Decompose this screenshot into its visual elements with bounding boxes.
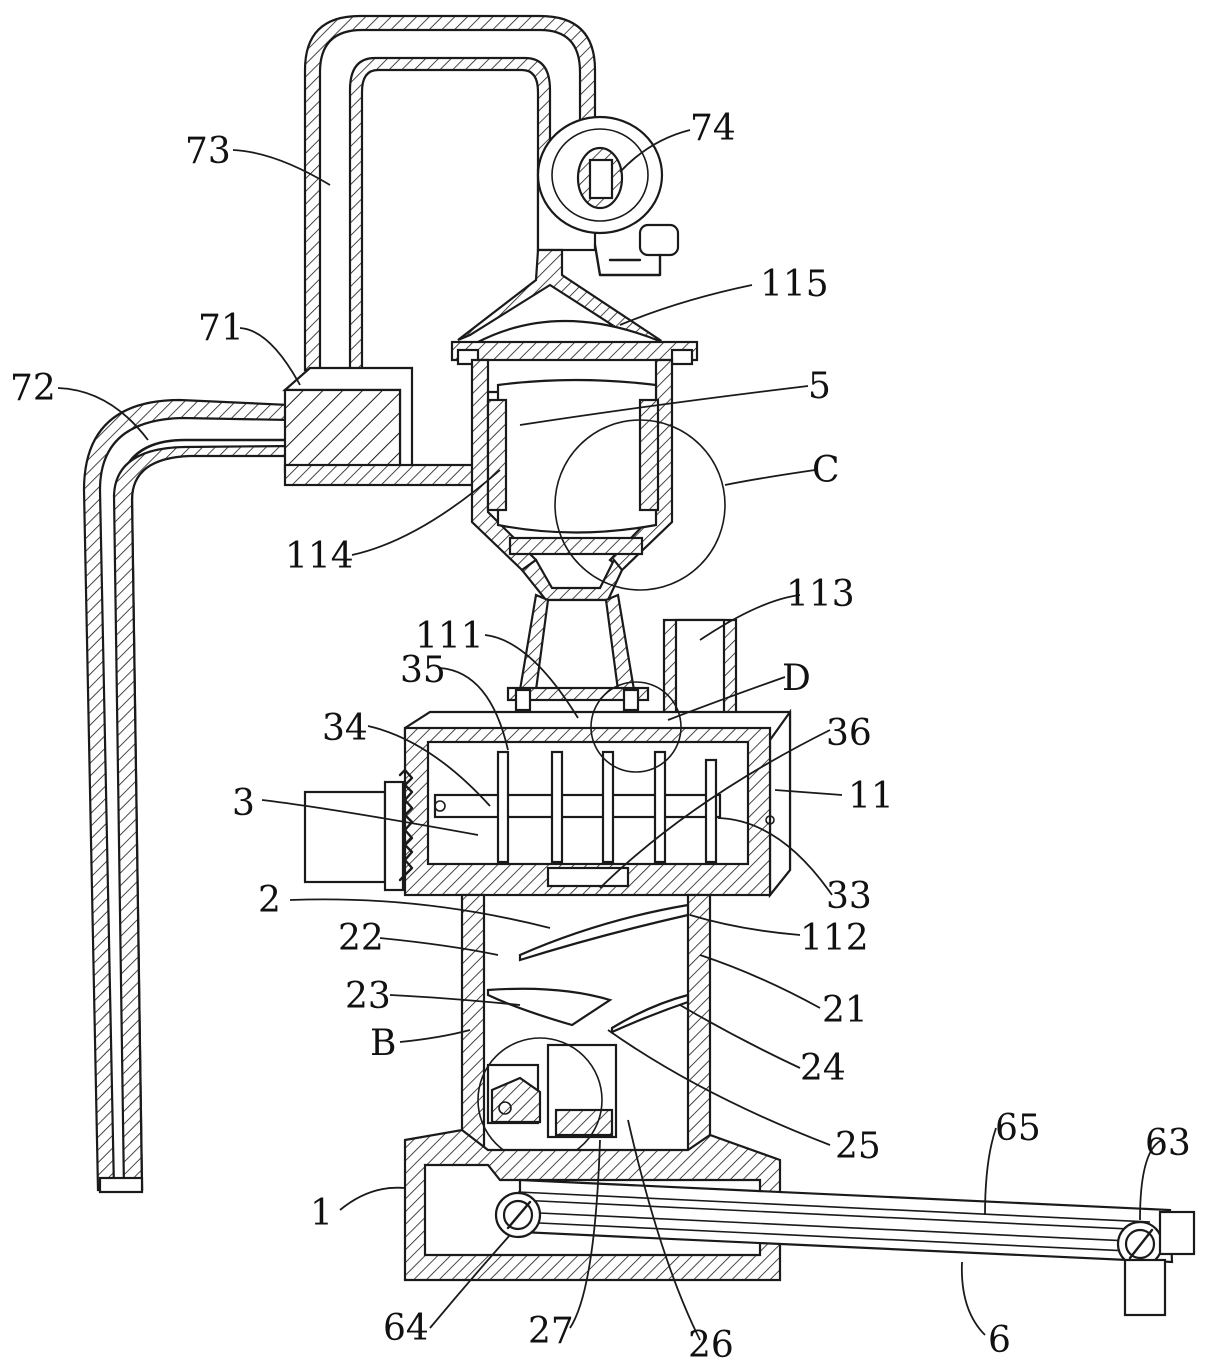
label-26: 26: [688, 1325, 734, 1366]
detail-circle-d: [590, 681, 682, 773]
leader-lines: [57, 129, 1163, 1341]
fan-74: [536, 115, 680, 277]
labels: 73 74 71 72 115 5 C 114 113 111 D 35 34 …: [10, 108, 1191, 1366]
label-65: 65: [995, 1108, 1041, 1149]
label-25: 25: [835, 1126, 881, 1167]
pipe-72: [82, 398, 292, 1194]
label-5: 5: [808, 366, 831, 407]
label-1: 1: [310, 1193, 333, 1234]
label-112: 112: [800, 918, 869, 959]
label-23: 23: [345, 976, 391, 1017]
label-64: 64: [383, 1308, 429, 1349]
label-21: 21: [822, 990, 868, 1031]
label-36: 36: [826, 713, 872, 754]
label-24: 24: [800, 1048, 846, 1089]
label-3: 3: [232, 783, 255, 824]
label-2: 2: [258, 880, 281, 921]
label-6: 6: [988, 1320, 1011, 1361]
label-22: 22: [338, 918, 384, 959]
label-114: 114: [285, 536, 354, 577]
label-63: 63: [1145, 1123, 1191, 1164]
label-c: C: [812, 450, 840, 491]
label-72: 72: [10, 368, 56, 409]
label-34: 34: [322, 708, 368, 749]
separator-upper: [450, 248, 699, 702]
label-71: 71: [198, 308, 244, 349]
column-2: [460, 893, 712, 1152]
label-111: 111: [415, 616, 484, 657]
housing-11: [303, 708, 792, 899]
label-b: B: [370, 1023, 396, 1064]
label-11: 11: [848, 776, 894, 817]
label-35: 35: [400, 650, 446, 691]
label-113: 113: [786, 574, 855, 615]
conveyor-6: [494, 1178, 1196, 1317]
label-73: 73: [185, 131, 231, 172]
box-71: [282, 366, 477, 487]
label-33: 33: [826, 876, 872, 917]
label-d: D: [782, 658, 811, 699]
label-74: 74: [690, 108, 736, 149]
label-27: 27: [528, 1311, 574, 1352]
label-115: 115: [760, 264, 829, 305]
detail-circle-c: [554, 419, 726, 591]
